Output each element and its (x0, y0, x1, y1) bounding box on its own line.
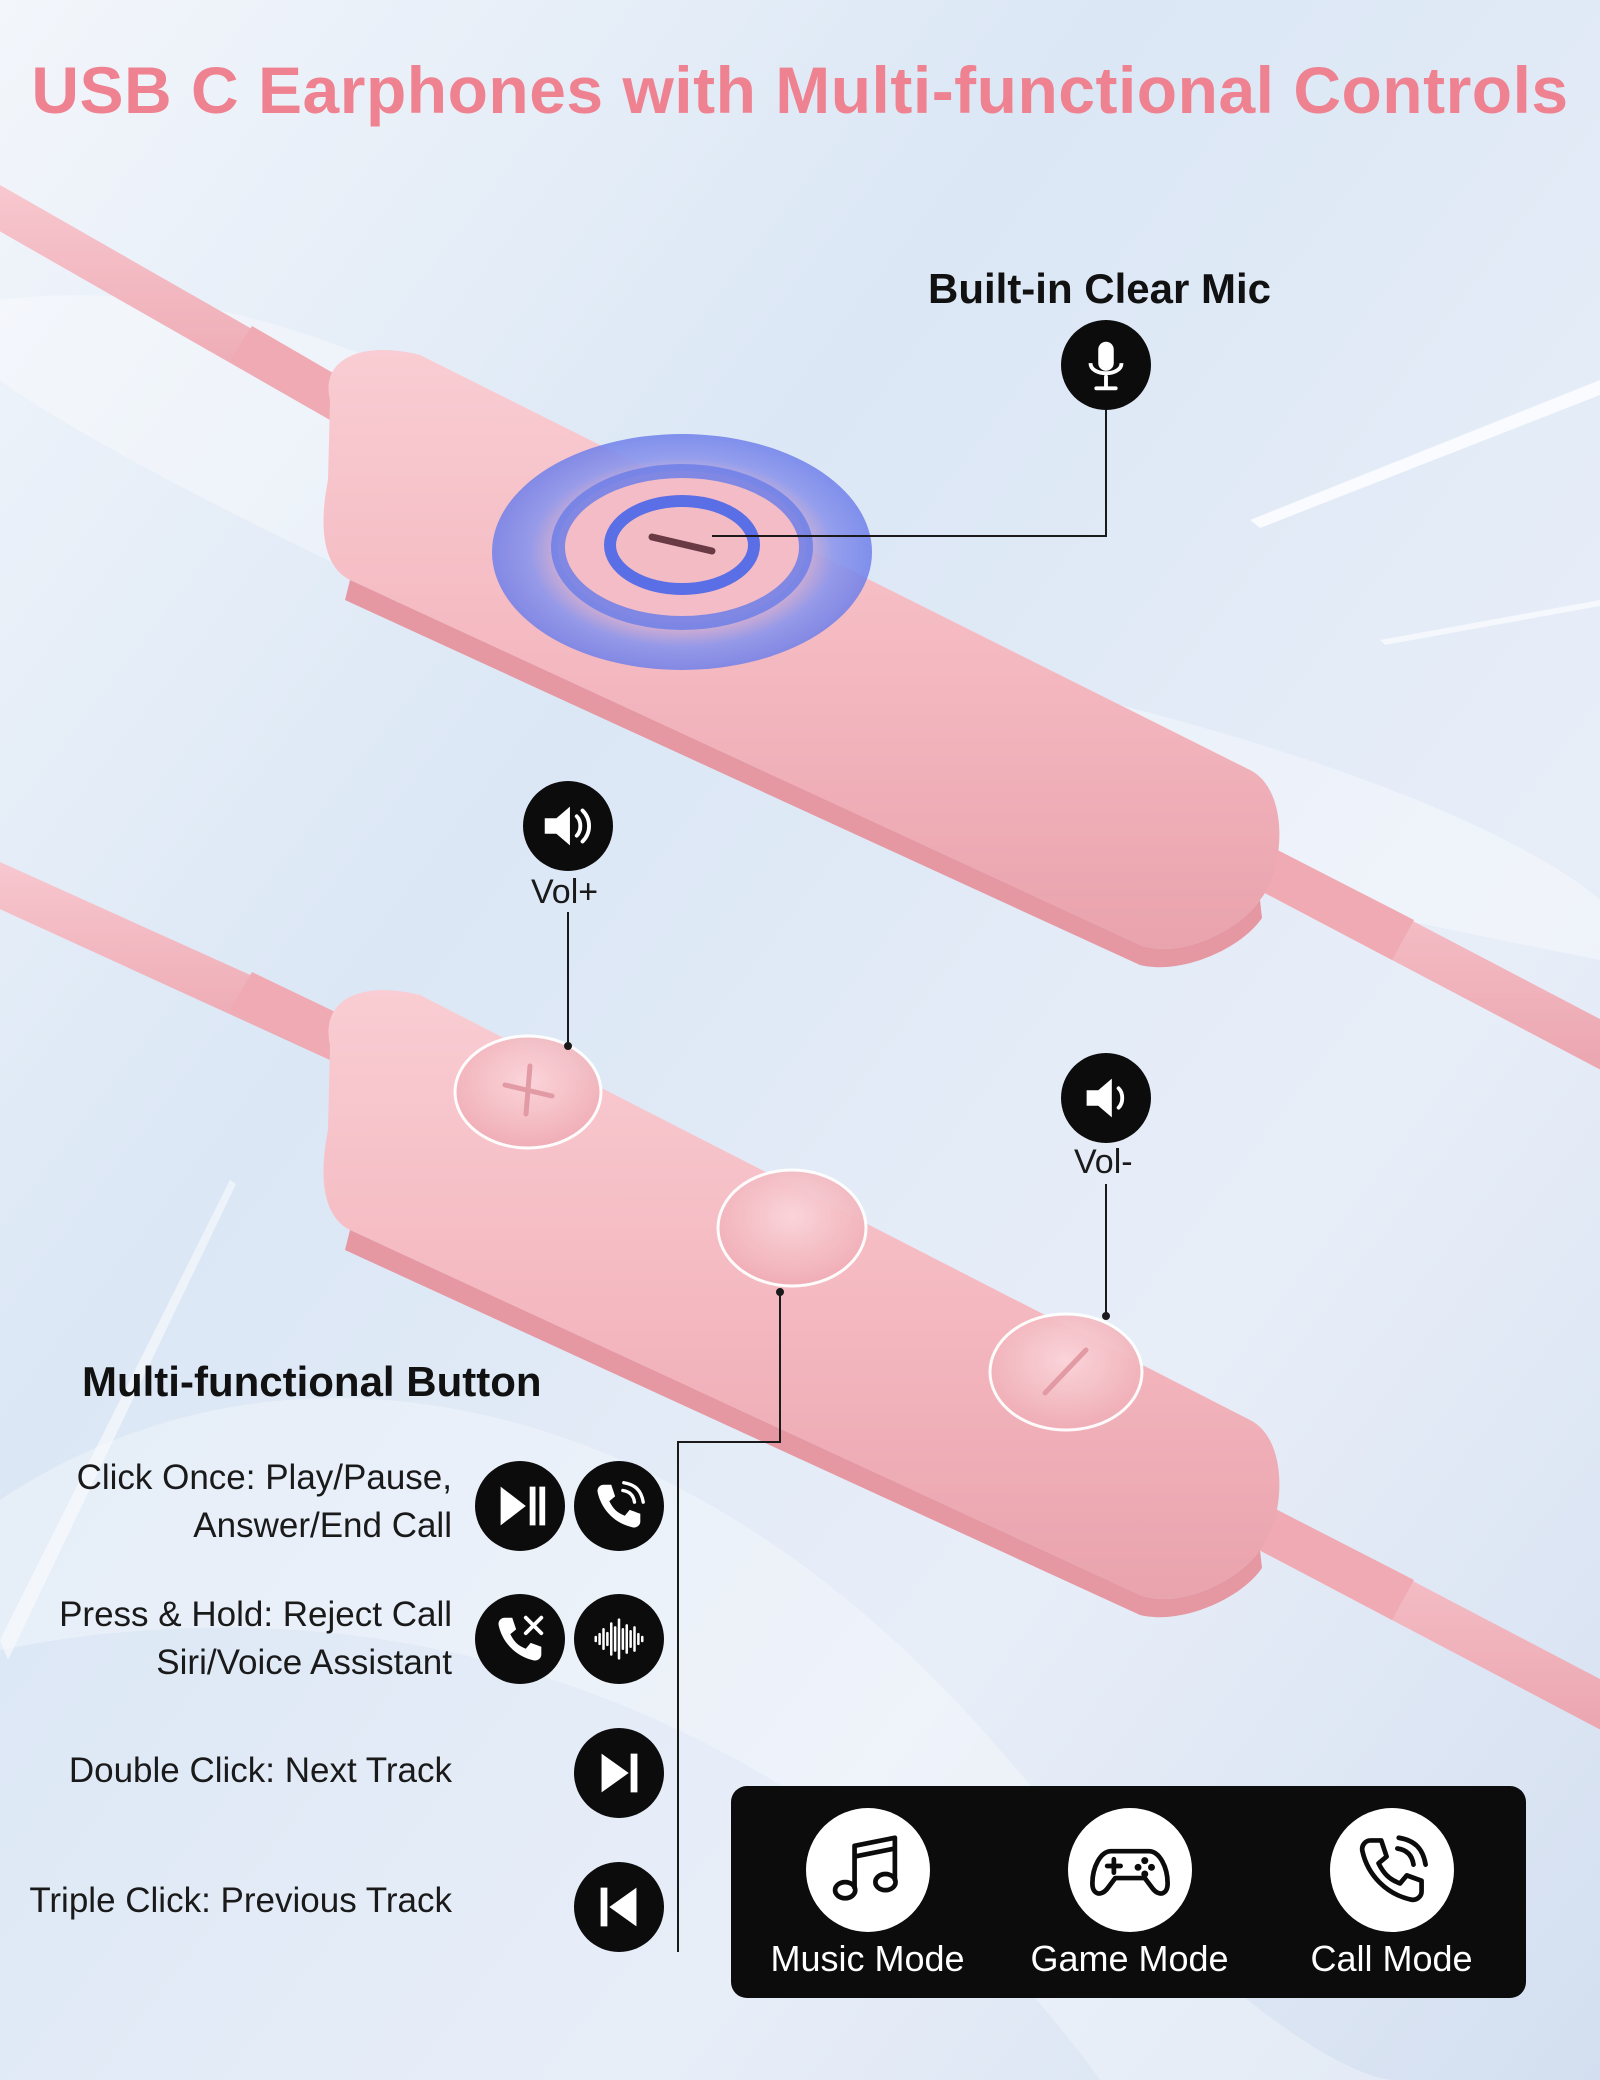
mic-hole (648, 533, 716, 555)
mic-label: Built-in Clear Mic (928, 265, 1272, 312)
vol-down-label: Vol- (1074, 1143, 1133, 1181)
vol-up-button (453, 1034, 603, 1150)
function-press-hold-line2: Siri/Voice Assistant (156, 1643, 452, 1682)
multi-function-button (716, 1168, 868, 1288)
mode-panel: Music Mode Game Mode Call Mode (731, 1786, 1526, 1998)
vol-up-label: Vol+ (531, 873, 599, 911)
mode-music: Music Mode (735, 1786, 1000, 1998)
multi-button-heading: Multi-functional Button (82, 1358, 542, 1405)
function-double-click: Double Click: Next Track (68, 1751, 452, 1790)
reject-call-icon (475, 1594, 565, 1684)
leader-lines (564, 408, 1110, 1952)
speaker-loud-icon (523, 781, 613, 871)
mode-music-label: Music Mode (770, 1938, 965, 1979)
page-title: USB C Earphones with Multi-functional Co… (31, 53, 1569, 127)
mode-game-label: Game Mode (1030, 1938, 1229, 1979)
vol-down-button (988, 1312, 1144, 1432)
function-click-once-line1: Click Once: Play/Pause, (76, 1458, 452, 1497)
music-note-icon (805, 1808, 930, 1932)
phone-icon (1329, 1808, 1454, 1932)
function-click-once-line2: Answer/End Call (193, 1506, 452, 1545)
top-remote (0, 185, 1600, 1070)
next-track-icon (574, 1728, 664, 1818)
function-press-hold-line1: Press & Hold: Reject Call (59, 1595, 452, 1634)
function-triple-click: Triple Click: Previous Track (29, 1881, 452, 1920)
mode-game: Game Mode (997, 1786, 1262, 1998)
phone-call-icon (574, 1461, 664, 1551)
previous-track-icon (574, 1862, 664, 1952)
play-pause-icon (475, 1461, 565, 1551)
mode-call-label: Call Mode (1310, 1938, 1473, 1979)
voice-wave-icon (574, 1594, 664, 1684)
gamepad-icon (1067, 1808, 1192, 1932)
bottom-remote (0, 862, 1600, 1730)
microphone-icon (1061, 320, 1151, 410)
speaker-quiet-icon (1061, 1053, 1151, 1143)
mode-call: Call Mode (1259, 1786, 1524, 1998)
